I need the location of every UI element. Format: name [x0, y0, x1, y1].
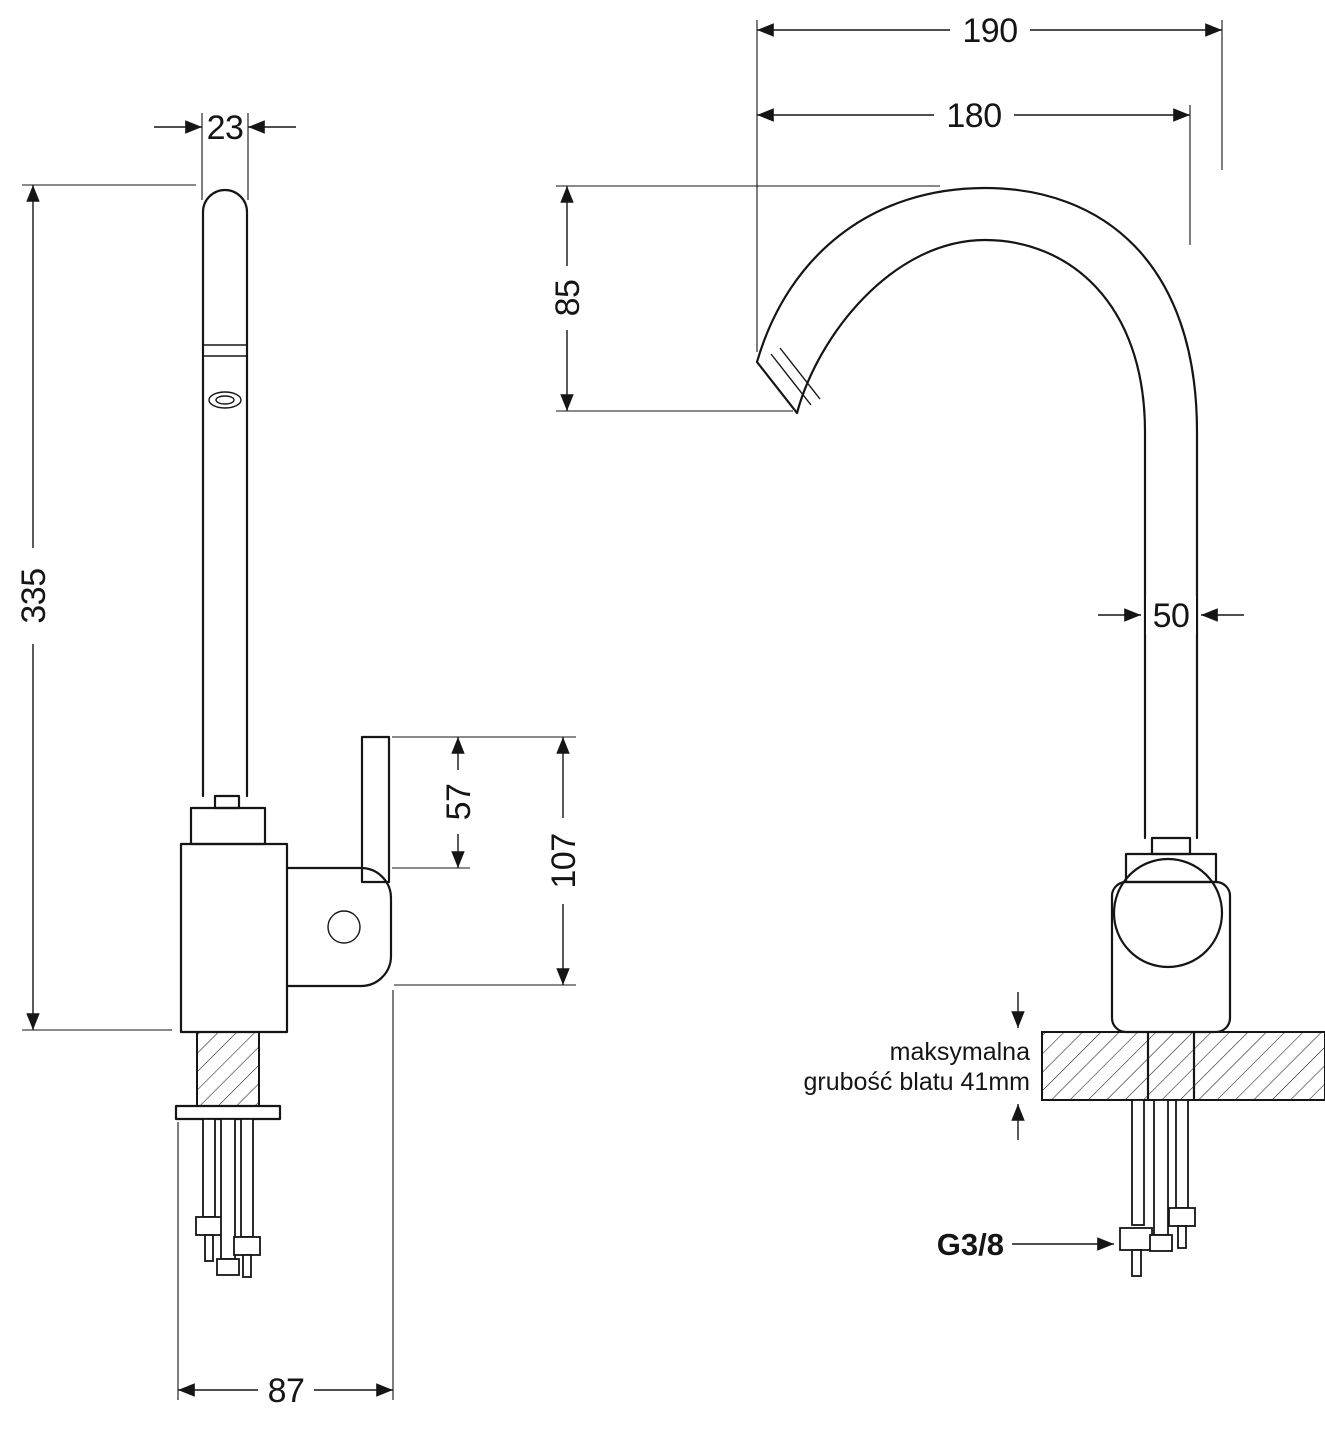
side-collar	[189, 806, 267, 846]
side-handle-mount	[285, 866, 393, 988]
thread-callout: G3/8	[937, 1227, 1114, 1262]
side-flange	[174, 1104, 282, 1121]
side-lever-pivot	[327, 910, 361, 944]
front-view-drawing: maksymalna grubość blatu 41mm G3/8 190	[548, 10, 1325, 1277]
dim-spout-reach: 180	[757, 95, 1191, 245]
front-body	[1110, 880, 1232, 1034]
dim-body-height: 107	[394, 737, 583, 986]
side-body	[179, 842, 289, 1034]
thread-label: G3/8	[937, 1227, 1004, 1262]
dim-spout-drop-label: 85	[549, 280, 587, 317]
dim-overall-reach: 190	[756, 10, 1223, 352]
front-spout-curve	[755, 186, 1199, 840]
side-spout-pipe	[201, 188, 249, 798]
front-mounting-hardware	[1119, 1099, 1196, 1277]
side-threaded-shank	[196, 1031, 260, 1107]
max-countertop-note-line2: grubość blatu 41mm	[803, 1068, 1030, 1096]
side-collar-notch	[213, 794, 241, 810]
dim-total-height-label: 335	[15, 568, 53, 623]
dim-total-height: 335	[14, 184, 196, 1031]
dim-spout-diameter: 23	[154, 109, 296, 200]
dim-spout-diameter-label: 23	[207, 109, 244, 147]
side-aerator	[203, 344, 247, 409]
dim-lever-height-label: 57	[440, 784, 478, 821]
front-collar-notch	[1150, 836, 1192, 856]
side-mounting-hardware	[195, 1118, 261, 1278]
dim-base-depth-label: 87	[268, 1372, 305, 1410]
max-countertop-note-line1: maksymalna	[890, 1038, 1030, 1066]
dim-body-height-label: 107	[545, 833, 583, 888]
dim-spout-drop: 85	[548, 185, 940, 412]
dim-spout-reach-label: 180	[946, 97, 1001, 135]
dim-pipe-width-label: 50	[1153, 597, 1190, 635]
dim-pipe-width: 50	[1098, 596, 1244, 635]
side-lever	[360, 735, 391, 884]
dim-lever-height: 57	[392, 736, 576, 869]
front-handle-cap	[1112, 857, 1224, 969]
dim-overall-reach-label: 190	[962, 12, 1017, 50]
dim-base-depth: 87	[177, 990, 394, 1410]
side-view-drawing: 23 335 57 107	[14, 109, 583, 1410]
countertop-slab	[1041, 1030, 1325, 1102]
